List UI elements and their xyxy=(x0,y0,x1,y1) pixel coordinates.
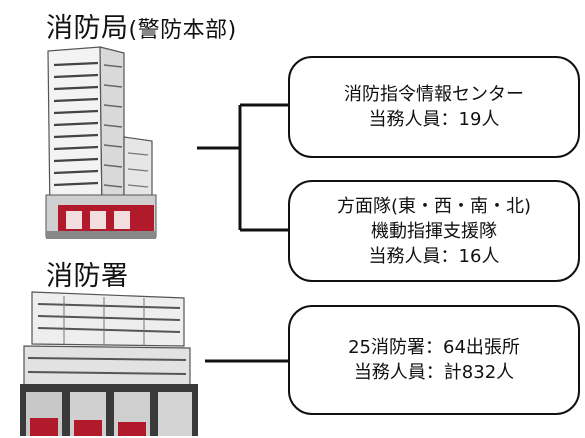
mobile-units-regions: 方面隊(東・西・南・北) xyxy=(336,195,532,217)
mobile-units-box: 方面隊(東・西・南・北) 機動指揮支援隊 当務人員：16人 xyxy=(288,180,580,282)
hq-heading-main: 消防局 xyxy=(46,13,129,44)
hq-heading: 消防局(警防本部) xyxy=(46,6,237,45)
mobile-units-staff: 当務人員：16人 xyxy=(368,245,500,267)
fire-stations-staff: 当務人員：計832人 xyxy=(353,362,515,383)
command-center-staff: 当務人員：19人 xyxy=(368,109,500,130)
mobile-units-name: 機動指揮支援隊 xyxy=(371,220,497,242)
command-center-box: 消防指令情報センター 当務人員：19人 xyxy=(288,56,580,158)
command-center-name: 消防指令情報センター xyxy=(344,84,524,105)
fire-station-building-icon xyxy=(20,291,198,436)
office-tower-icon xyxy=(45,46,157,239)
fire-stations-count: 25消防署：64出張所 xyxy=(348,337,520,358)
station-heading: 消防署 xyxy=(46,261,129,292)
hq-heading-paren: (警防本部) xyxy=(128,18,237,43)
fire-stations-box: 25消防署：64出張所 当務人員：計832人 xyxy=(288,305,580,415)
